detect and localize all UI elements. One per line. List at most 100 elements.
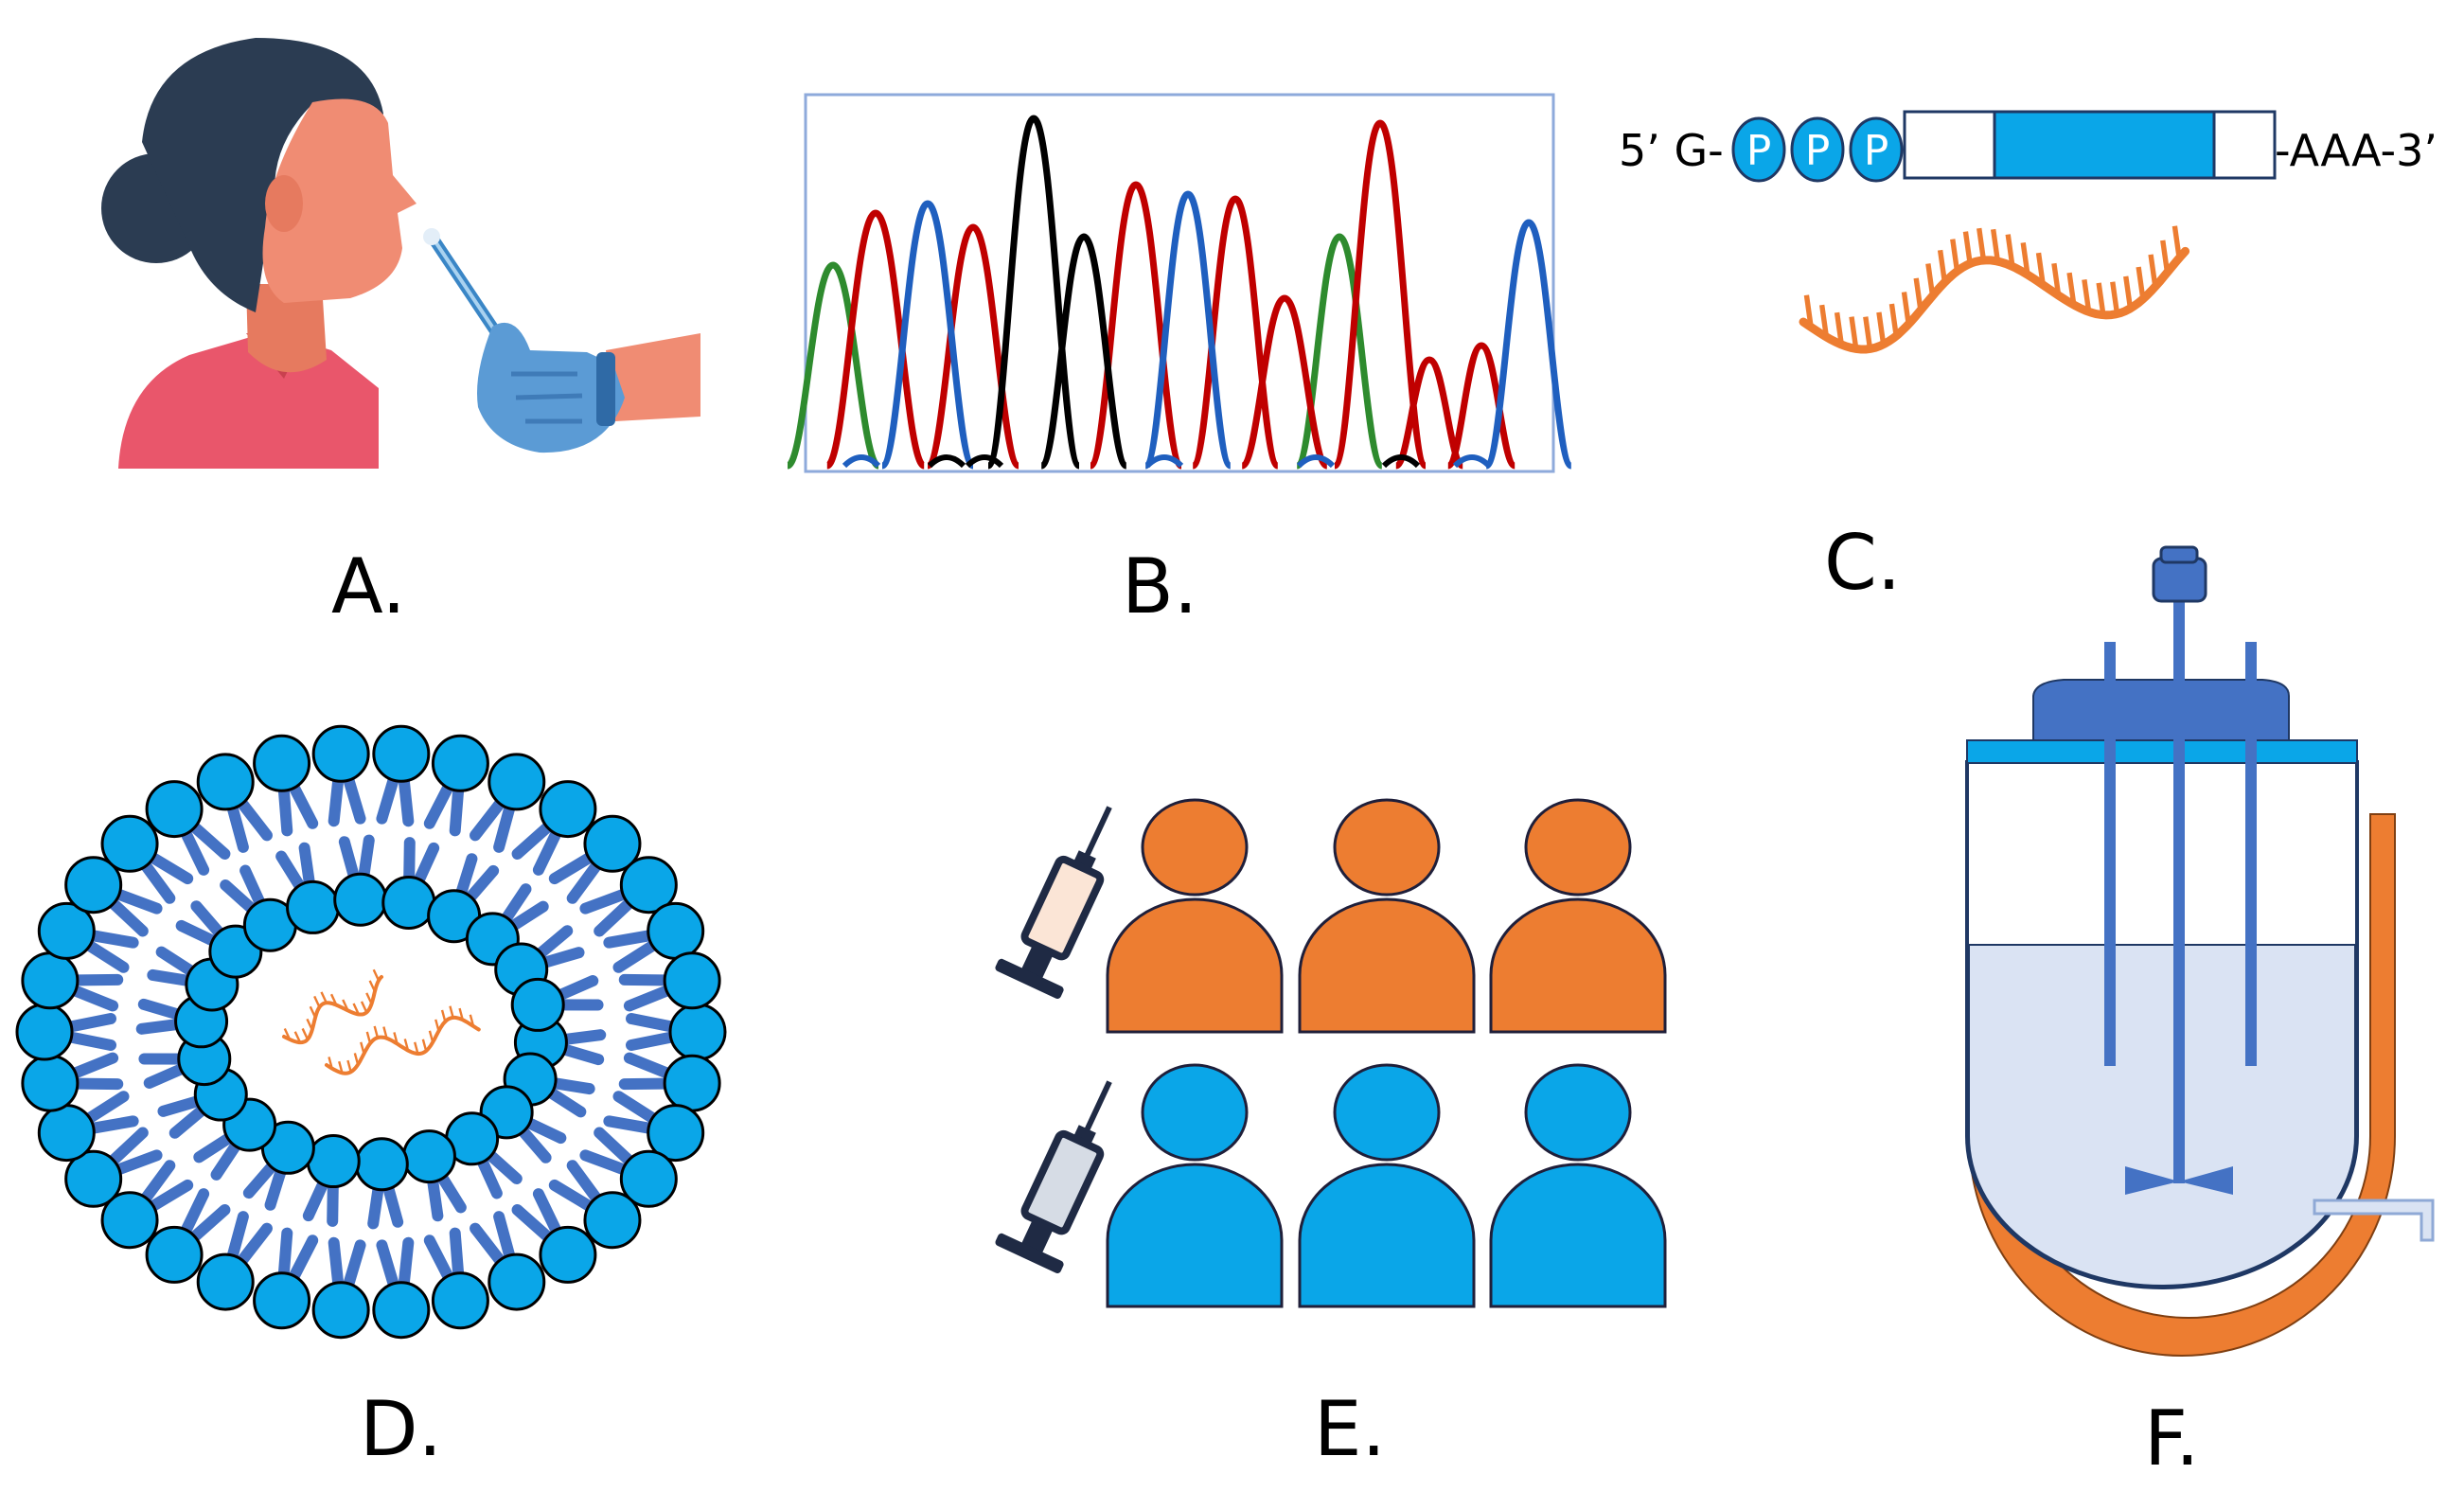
trace-black xyxy=(984,115,1130,470)
lipid-head xyxy=(311,724,370,783)
lipid-head xyxy=(487,753,546,811)
lipid-nanoparticle-icon xyxy=(15,724,727,1340)
lipid-head xyxy=(37,901,96,960)
face xyxy=(262,98,417,304)
lipid-head xyxy=(583,814,642,873)
person-head xyxy=(1333,1063,1441,1162)
phosphate-label: P xyxy=(1805,127,1831,175)
lipid-head xyxy=(145,780,204,839)
stirrer-shaft xyxy=(2173,596,2185,1183)
lipid-head xyxy=(619,856,678,915)
lipid-head xyxy=(253,734,311,792)
arm xyxy=(606,333,700,421)
lipid-head xyxy=(583,1191,642,1250)
reactor-jacket xyxy=(1968,813,2396,1357)
sequencing-chromatogram xyxy=(785,93,1575,473)
glove-cuff xyxy=(596,352,615,426)
mrna-strand-icon: 5’ G- P P P -AAA-3’ xyxy=(1619,110,2437,354)
panel-label-d: D. xyxy=(360,1385,443,1473)
person-body xyxy=(1106,897,1284,1034)
lipid-head xyxy=(15,1003,74,1061)
panel-label-a: A. xyxy=(331,542,406,631)
rna-helix xyxy=(1799,225,2190,354)
person-head xyxy=(1141,798,1249,897)
poly-a-tail-label: -AAA-3’ xyxy=(2275,125,2437,176)
lipid-head xyxy=(647,901,705,960)
glove xyxy=(477,322,625,453)
nasal-swab-icon xyxy=(101,38,700,469)
lipid-head xyxy=(401,1129,456,1184)
person-body xyxy=(1489,1163,1667,1308)
reactor-lid xyxy=(2032,679,2290,741)
lipid-head xyxy=(372,1281,431,1340)
lipid-head xyxy=(286,879,341,934)
phosphate-label: P xyxy=(1864,127,1889,175)
lipid-head xyxy=(196,1252,255,1311)
panel-label-e: E. xyxy=(1314,1385,1386,1473)
lipid-head xyxy=(431,1271,489,1330)
lipid-head xyxy=(333,872,388,927)
lipid-head xyxy=(64,856,123,915)
lipid-head xyxy=(354,1137,409,1192)
lipid-head xyxy=(64,1149,123,1208)
person-head xyxy=(1141,1063,1249,1162)
vaccine-trial-groups-icon xyxy=(995,798,1667,1308)
neck xyxy=(246,284,327,373)
panel-label-c: C. xyxy=(1824,519,1902,607)
panel-label-b: B. xyxy=(1122,542,1198,631)
lipid-head xyxy=(100,1191,159,1250)
lipid-head xyxy=(21,951,80,1010)
lipid-head xyxy=(253,1271,311,1330)
lipid-head xyxy=(619,1149,678,1208)
phosphate-label: P xyxy=(1746,127,1772,175)
person-body xyxy=(1298,1163,1476,1308)
five-prime-cap-label: 5’ G- xyxy=(1619,125,1724,176)
person-body xyxy=(1298,897,1476,1034)
lipid-head xyxy=(487,1252,546,1311)
lipid-head xyxy=(431,734,489,792)
person-head xyxy=(1524,798,1632,897)
lipid-head xyxy=(311,1281,370,1340)
syringe-icon xyxy=(995,1080,1112,1273)
lipid-head xyxy=(647,1104,705,1163)
person-head xyxy=(1333,798,1441,897)
trace-red xyxy=(824,119,1517,470)
person-head xyxy=(1524,1063,1632,1162)
lipid-head xyxy=(663,951,721,1010)
utr-5 xyxy=(1903,110,1996,180)
lipid-head xyxy=(381,875,436,930)
encapsulated-mrna xyxy=(282,968,481,1075)
ear xyxy=(265,175,303,232)
utr-3 xyxy=(2212,110,2277,180)
panel-label-f: F. xyxy=(2144,1394,2200,1483)
reactor-probe xyxy=(2245,642,2257,1066)
reactor-band xyxy=(1966,739,2358,764)
lipid-head xyxy=(145,1225,204,1284)
lipid-head xyxy=(663,1054,721,1112)
lipid-head xyxy=(100,814,159,873)
lipid-head xyxy=(539,1225,597,1284)
syringe-icon xyxy=(995,806,1112,999)
reactor-liquid xyxy=(1968,944,2356,1287)
person-body xyxy=(1106,1163,1284,1308)
impeller xyxy=(2125,1166,2233,1195)
lipid-head xyxy=(539,780,597,839)
lipid-head xyxy=(668,1003,727,1061)
lipid-head xyxy=(37,1104,96,1163)
swab-tip xyxy=(423,228,440,245)
lipid-head xyxy=(372,724,431,783)
lipid-head xyxy=(21,1054,80,1112)
outlet-pipe xyxy=(2313,1199,2435,1242)
chromatogram-frame xyxy=(804,93,1555,473)
person-body xyxy=(1489,897,1667,1034)
bioreactor-icon xyxy=(1965,545,2435,1357)
trace-blue xyxy=(878,190,1575,470)
lipid-head xyxy=(196,753,255,811)
phosphate-group: P P P xyxy=(1731,116,1904,183)
coding-region xyxy=(1993,110,2216,180)
stirrer-motor xyxy=(2152,557,2207,603)
reactor-probe xyxy=(2104,642,2116,1066)
lipid-head xyxy=(306,1134,361,1189)
